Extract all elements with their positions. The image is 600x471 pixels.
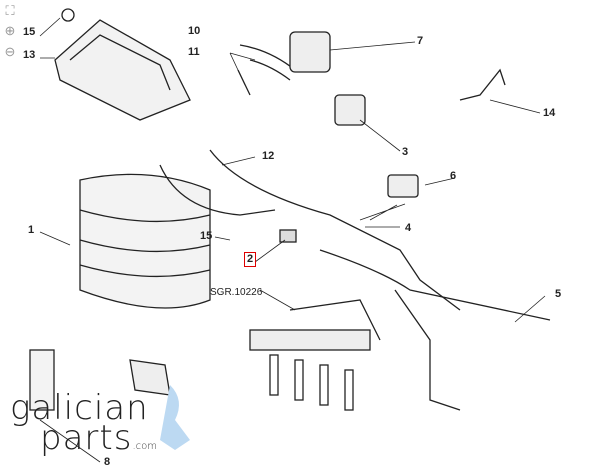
callout-3[interactable]: 3 bbox=[402, 146, 409, 158]
tank-1 bbox=[79, 173, 211, 309]
galicianparts-logo: galician parts.com bbox=[10, 388, 157, 462]
leader-lines bbox=[39, 17, 546, 463]
fitting-2 bbox=[279, 229, 297, 243]
callout-15[interactable]: 15 bbox=[23, 26, 36, 38]
clips-10-7 bbox=[239, 31, 331, 81]
bracket-14 bbox=[459, 68, 506, 101]
nut-15 bbox=[61, 8, 75, 22]
callout-14[interactable]: 14 bbox=[543, 107, 556, 119]
callout-6[interactable]: 6 bbox=[450, 170, 457, 182]
callout-4[interactable]: 4 bbox=[405, 222, 412, 234]
callout-15-b[interactable]: 15 bbox=[200, 230, 213, 242]
logo-line1: galician bbox=[10, 388, 149, 428]
callout-12[interactable]: 12 bbox=[262, 150, 275, 162]
callout-10[interactable]: 10 bbox=[188, 25, 201, 37]
callout-2-highlighted[interactable]: 2 bbox=[244, 252, 257, 267]
callout-13[interactable]: 13 bbox=[23, 49, 36, 61]
clip-6 bbox=[387, 174, 419, 198]
bracket-13 bbox=[54, 19, 191, 121]
pipes bbox=[159, 149, 551, 411]
callout-11[interactable]: 11 bbox=[188, 46, 200, 58]
callout-5[interactable]: 5 bbox=[555, 288, 562, 300]
sensor-8 bbox=[29, 349, 55, 411]
zoom-in-icon[interactable]: ⊕ bbox=[4, 23, 16, 38]
logo-accent bbox=[160, 385, 190, 450]
logo-line2: parts bbox=[40, 418, 133, 458]
fullscreen-icon[interactable]: ⛶ bbox=[5, 3, 15, 18]
callout-8[interactable]: 8 bbox=[104, 456, 111, 468]
clip-3 bbox=[334, 94, 366, 126]
zoom-out-icon[interactable]: ⊖ bbox=[4, 44, 16, 59]
reference-code: SGR.10226 bbox=[210, 287, 263, 298]
callout-7[interactable]: 7 bbox=[417, 35, 424, 47]
logo-suffix: .com bbox=[132, 441, 157, 452]
callout-1[interactable]: 1 bbox=[28, 224, 35, 236]
injector-rail bbox=[249, 299, 381, 411]
